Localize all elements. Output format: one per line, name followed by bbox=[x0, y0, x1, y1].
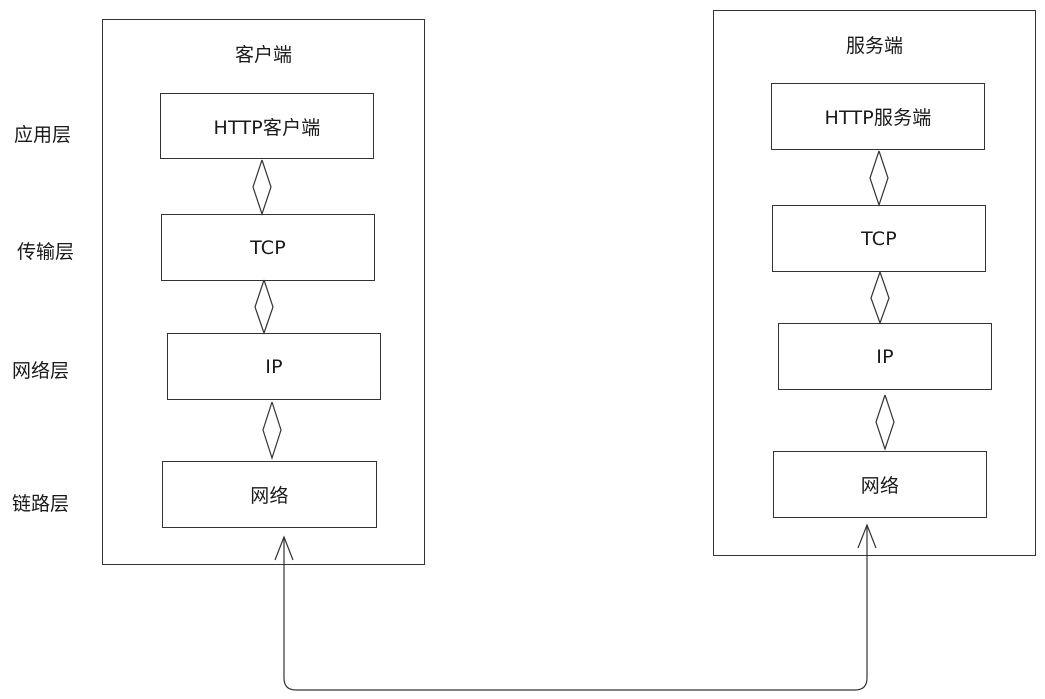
server-arrow-ip-network bbox=[875, 394, 895, 451]
network-link-line bbox=[283, 525, 868, 691]
layer-label-network: 网络层 bbox=[12, 360, 70, 382]
server-tcp-box: TCP bbox=[772, 205, 986, 272]
layer-label-transport: 传输层 bbox=[17, 241, 75, 263]
client-arrow-http-tcp bbox=[252, 159, 272, 216]
client-arrow-tcp-ip bbox=[254, 279, 274, 335]
client-tcp-box: TCP bbox=[161, 214, 375, 281]
layer-label-link: 链路层 bbox=[12, 493, 70, 515]
network-link-arrowhead-server bbox=[857, 523, 877, 549]
client-arrow-ip-network bbox=[262, 401, 282, 460]
server-network-box: 网络 bbox=[773, 451, 987, 518]
layer-label-application: 应用层 bbox=[14, 124, 72, 146]
client-ip-box: IP bbox=[167, 333, 381, 400]
server-arrow-http-tcp bbox=[869, 150, 889, 207]
network-link-arrowhead-client bbox=[274, 535, 294, 561]
client-network-box: 网络 bbox=[162, 461, 377, 528]
client-title: 客户端 bbox=[234, 44, 292, 66]
client-frame bbox=[102, 19, 425, 565]
server-frame bbox=[713, 10, 1036, 556]
client-http-box: HTTP客户端 bbox=[160, 93, 374, 159]
server-arrow-tcp-ip bbox=[870, 271, 890, 325]
server-http-box: HTTP服务端 bbox=[771, 83, 985, 150]
server-ip-box: IP bbox=[778, 323, 992, 390]
server-title: 服务端 bbox=[845, 35, 903, 57]
